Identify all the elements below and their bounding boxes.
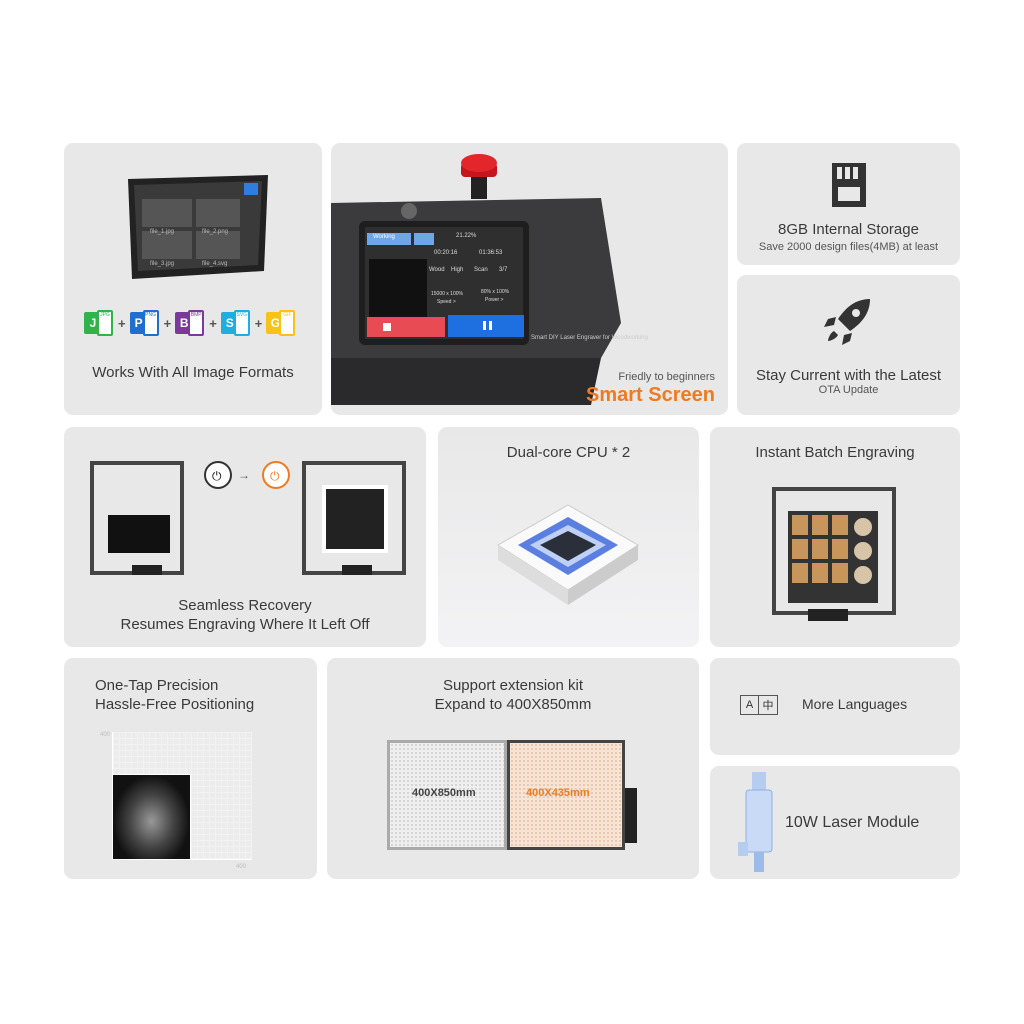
recovery-illustration: ⏻ → ⏻ bbox=[90, 461, 406, 575]
tiger-image bbox=[112, 774, 191, 860]
positioning-title: One-Tap Precision bbox=[95, 677, 219, 694]
screen-count: 3/7 bbox=[499, 267, 508, 273]
extension-card: Support extension kit Expand to 400X850m… bbox=[327, 658, 699, 879]
laser-title: 10W Laser Module bbox=[785, 814, 920, 831]
extension-area bbox=[387, 740, 507, 850]
extension-title: Support extension kit bbox=[442, 677, 584, 694]
base-area bbox=[507, 740, 625, 850]
cpu-chip-illustration bbox=[497, 504, 639, 605]
file-name: file_1.jpg bbox=[150, 229, 175, 235]
screen-power: 80% x 100% bbox=[481, 289, 510, 295]
positioning-subtitle: Hassle-Free Positioning bbox=[95, 696, 255, 713]
axis-x-label: 400 bbox=[236, 864, 247, 870]
area-small-label: 400X435mm bbox=[526, 787, 590, 799]
svg-text:⏻: ⏻ bbox=[270, 469, 280, 483]
rocket-icon bbox=[824, 299, 870, 345]
recovery-card: ⏻ → ⏻ Seamless Recovery Resumes Engravin… bbox=[64, 427, 426, 647]
smart-screen-card: Working 21.22% 00:20:16 01:36:53 Wood Hi… bbox=[331, 143, 728, 415]
screen-material: Wood bbox=[429, 267, 445, 273]
screen-elapsed: 00:20:16 bbox=[434, 250, 458, 256]
smart-screen-title: Smart Screen bbox=[586, 384, 715, 406]
positioning-card: One-Tap Precision Hassle-Free Positionin… bbox=[64, 658, 317, 879]
storage-title: 8GB Internal Storage bbox=[778, 221, 919, 238]
recovery-title: Seamless Recovery bbox=[178, 597, 312, 614]
language-icon: A 中 bbox=[740, 695, 778, 715]
languages-card: A 中 More Languages bbox=[710, 658, 960, 755]
area-large-label: 400X850mm bbox=[412, 787, 476, 799]
screen-progress: 21.22% bbox=[456, 233, 477, 239]
batch-engraving-illustration bbox=[772, 487, 896, 621]
control-box bbox=[625, 788, 637, 843]
axis-y-label: 400 bbox=[100, 732, 111, 738]
formats-title: Works With All Image Formats bbox=[92, 364, 294, 381]
screen-remaining: 01:36:53 bbox=[479, 250, 503, 256]
machine-label: Smart DIY Laser Engraver for Woodworking bbox=[531, 335, 648, 341]
sd-card-icon bbox=[832, 163, 866, 207]
batch-card: Instant Batch Engraving bbox=[710, 427, 960, 647]
languages-title: More Languages bbox=[802, 696, 908, 712]
extension-subtitle: Expand to 400X850mm bbox=[434, 696, 592, 713]
screen-mode: Scan bbox=[474, 267, 488, 273]
smart-screen-subtitle: Friedly to beginners bbox=[618, 371, 715, 383]
ota-title: Stay Current with the Latest bbox=[755, 367, 942, 384]
screen-speed-label: Speed > bbox=[437, 299, 456, 305]
cpu-card: Dual-core CPU * 2 bbox=[438, 427, 699, 647]
file-name: file_4.svg bbox=[202, 261, 228, 267]
screen-quality: High bbox=[451, 267, 464, 273]
svg-text:→: → bbox=[238, 468, 250, 482]
svg-text:⏻: ⏻ bbox=[212, 469, 222, 483]
batch-title: Instant Batch Engraving bbox=[755, 444, 915, 461]
laser-card: 10W Laser Module bbox=[710, 766, 960, 879]
machine-illustration bbox=[331, 154, 621, 405]
laser-module-illustration bbox=[738, 772, 773, 872]
tablet-illustration bbox=[128, 175, 268, 279]
ota-card: Stay Current with the Latest OTA Update bbox=[737, 275, 960, 415]
cpu-title: Dual-core CPU * 2 bbox=[506, 444, 631, 461]
recovery-subtitle: Resumes Engraving Where It Left Off bbox=[120, 616, 370, 633]
file-name: file_3.jpg bbox=[150, 261, 175, 267]
screen-power-label: Power > bbox=[485, 297, 504, 303]
storage-card: 8GB Internal Storage Save 2000 design fi… bbox=[737, 143, 960, 265]
ota-subtitle: OTA Update bbox=[818, 384, 879, 396]
storage-subtitle: Save 2000 design files(4MB) at least bbox=[758, 241, 939, 253]
screen-status: Working bbox=[373, 234, 395, 240]
file-name: file_2.png bbox=[202, 229, 229, 235]
screen-speed: 15000 x 100% bbox=[431, 291, 463, 297]
